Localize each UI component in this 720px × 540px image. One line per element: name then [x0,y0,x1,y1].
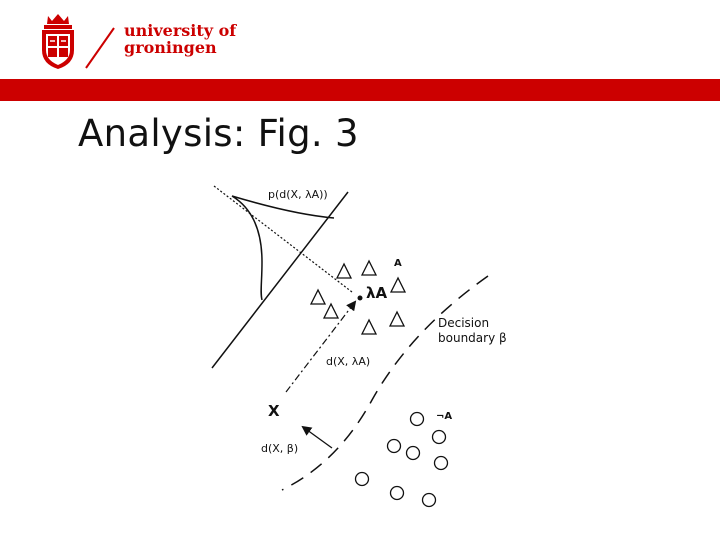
class-not-a-label: ¬A [436,411,452,422]
class-not-a-circle [433,455,449,471]
density-curve [231,195,335,301]
logo-divider-slash [85,27,115,69]
decision-boundary-label-line2: boundary β [438,331,507,345]
wordmark-line-1: university of [124,21,237,40]
class-not-a-circle [389,485,405,501]
distance-to-prototype-label: d(X, λA) [326,355,370,368]
class-not-a-circle [409,411,425,427]
header-red-bar [0,79,720,101]
distance-to-prototype-arrow [285,300,357,393]
university-crest-icon [42,14,74,69]
class-a-triangle [389,276,407,293]
wordmark-line-2: groningen [124,38,217,57]
prototype-label: λA [366,284,387,302]
class-a-triangle [360,318,378,335]
perpendicular-axis-line [211,191,349,369]
class-a-triangle [388,310,406,327]
class-a-triangle [322,302,340,319]
distance-to-boundary-label: d(X, β) [261,442,298,455]
university-wordmark: university of groningen [124,22,236,56]
decision-boundary-line [281,275,489,491]
density-label: p(d(X, λA)) [268,188,328,201]
prototype-point [357,295,363,301]
class-a-label: A [394,258,402,269]
class-not-a-circle [431,429,447,445]
class-a-triangle [360,259,378,276]
decision-boundary-label-line1: Decision [438,316,489,330]
density-dotted-line [213,185,353,293]
slide-title: Analysis: Fig. 3 [78,112,359,155]
distance-to-boundary-arrow [301,425,333,449]
class-not-a-circle [354,471,370,487]
class-a-triangle [335,262,353,279]
class-not-a-circle [421,492,437,508]
class-not-a-circle [405,445,421,461]
point-x-label: X [268,402,280,420]
class-a-triangle [309,288,327,305]
class-not-a-circle [386,438,402,454]
